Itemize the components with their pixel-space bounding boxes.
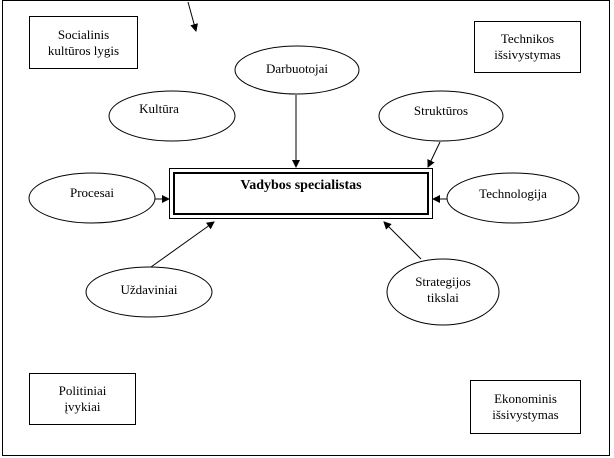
center-title: Vadybos specialistas [240,178,362,193]
ekonominis-box [470,380,581,434]
technikos-label: Technikos išsivystymas [494,31,561,62]
strukturos-label: Struktūros [413,103,469,118]
uzdaviniai-label: Uždaviniai [120,282,178,297]
center-box-outer [169,168,433,219]
arrow-strategijos [383,221,422,260]
socialinis-box [29,16,138,69]
strategijos-ellipse [386,258,500,326]
strukturos-ellipse [378,90,504,142]
arrow-uzdaviniai [150,221,215,268]
center-box-inner [173,172,429,215]
politiniai-box [29,373,136,425]
procesai-label: Procesai [69,185,115,200]
kultura-ellipse [108,90,236,142]
arrow-top-stray [187,1,198,32]
technologija-label: Technologija [479,186,547,201]
arrow-strukturos [427,141,441,168]
strategijos-label: Strategijos tikslai [415,274,471,305]
technikos-box [474,21,581,73]
darbuotojai-ellipse [234,45,360,95]
socialinis-label: Socialinis kultūros lygis [47,26,120,58]
uzdaviniai-ellipse [85,266,213,318]
technologija-ellipse [446,172,580,224]
politiniai-label: Politiniai įvykiai [58,383,107,414]
ekonominis-label: Ekonominis išsivystymas [492,391,559,422]
kultura-label: Kultūra [139,101,179,116]
procesai-ellipse [28,172,156,224]
darbuotojai-label: Darbuotojai [265,61,329,76]
